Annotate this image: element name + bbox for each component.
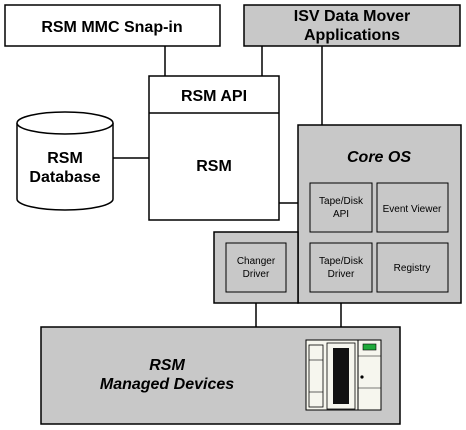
- rsm-mmc-snapin-label: RSM MMC Snap-in: [41, 19, 182, 36]
- rsm-database-label-line1: RSM: [47, 150, 83, 167]
- rsm-label: RSM: [196, 158, 232, 175]
- rsm-box: RSM API RSM: [148, 75, 280, 221]
- changer-driver-box: Changer Driver: [225, 242, 287, 293]
- tape-disk-driver-label-line1: Tape/Disk: [319, 256, 364, 267]
- tape-disk-api-box: Tape/Disk API: [309, 182, 373, 233]
- rsm-mmc-snapin-box: RSM MMC Snap-in: [4, 4, 221, 47]
- status-led-icon: [362, 343, 377, 351]
- tape-disk-api-label-line1: Tape/Disk: [319, 196, 364, 207]
- event-viewer-box: Event Viewer: [376, 182, 449, 233]
- isv-data-mover-box: ISV Data Mover Applications: [243, 4, 461, 47]
- rsm-database-label-line2: Database: [29, 169, 100, 186]
- rsm-api-label: RSM API: [181, 88, 247, 105]
- tape-disk-driver-label-line2: Driver: [328, 269, 355, 280]
- tape-disk-api-label-line2: API: [333, 209, 349, 220]
- registry-box: Registry: [376, 242, 449, 293]
- managed-devices-label-line2: Managed Devices: [100, 376, 234, 393]
- tape-disk-driver-box: Tape/Disk Driver: [309, 242, 373, 293]
- isv-data-mover-label-line1: ISV Data Mover: [294, 8, 410, 25]
- isv-data-mover-label-line2: Applications: [304, 27, 400, 44]
- changer-driver-label-line2: Driver: [243, 269, 270, 280]
- tape-library-icon: [305, 339, 382, 411]
- rsm-database-cylinder: RSM Database: [16, 111, 114, 211]
- tape-library-window: [333, 348, 349, 404]
- registry-label: Registry: [394, 263, 431, 274]
- changer-driver-label-line1: Changer: [237, 256, 276, 267]
- managed-devices-label-line1: RSM: [149, 357, 185, 374]
- core-os-label: Core OS: [347, 149, 411, 166]
- power-button-icon: [360, 375, 364, 379]
- event-viewer-label: Event Viewer: [383, 204, 442, 215]
